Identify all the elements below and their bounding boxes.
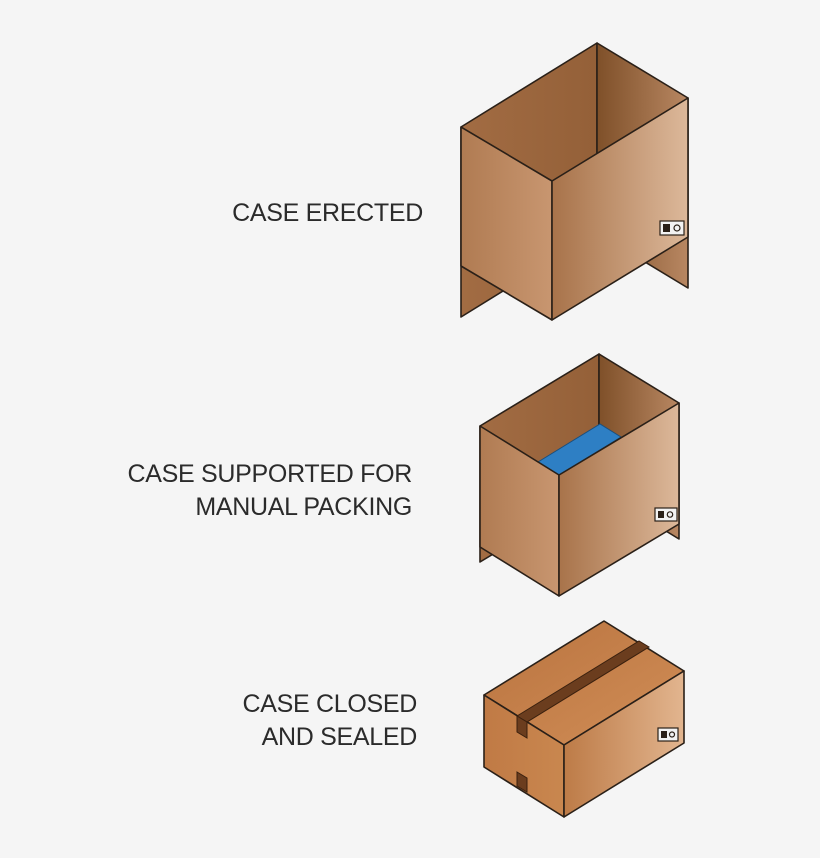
erected-case-box bbox=[460, 42, 689, 321]
sealing-tape-front-lower bbox=[516, 771, 528, 793]
front-right-panel bbox=[551, 97, 689, 321]
carton-label-icon bbox=[659, 220, 685, 236]
carton-label-icon bbox=[657, 727, 679, 742]
front-right-panel bbox=[563, 670, 685, 818]
step-label-case-sealed: CASE CLOSED AND SEALED bbox=[242, 688, 417, 754]
step-label-line: CASE ERECTED bbox=[232, 199, 423, 227]
front-right-panel bbox=[558, 402, 680, 597]
step-label-case-erected: CASE ERECTED bbox=[232, 197, 423, 230]
step-label-line: MANUAL PACKING bbox=[195, 493, 412, 521]
step-label-line: AND SEALED bbox=[261, 723, 418, 751]
carton-label-icon bbox=[654, 507, 678, 522]
sealing-tape-front-upper bbox=[516, 715, 528, 739]
step-label-line: CASE SUPPORTED FOR bbox=[127, 460, 413, 488]
sealed-case-box bbox=[483, 620, 685, 818]
step-label-line: CASE CLOSED bbox=[242, 690, 417, 718]
packing-case-box bbox=[479, 353, 680, 597]
step-label-case-supported: CASE SUPPORTED FOR MANUAL PACKING bbox=[127, 458, 413, 524]
